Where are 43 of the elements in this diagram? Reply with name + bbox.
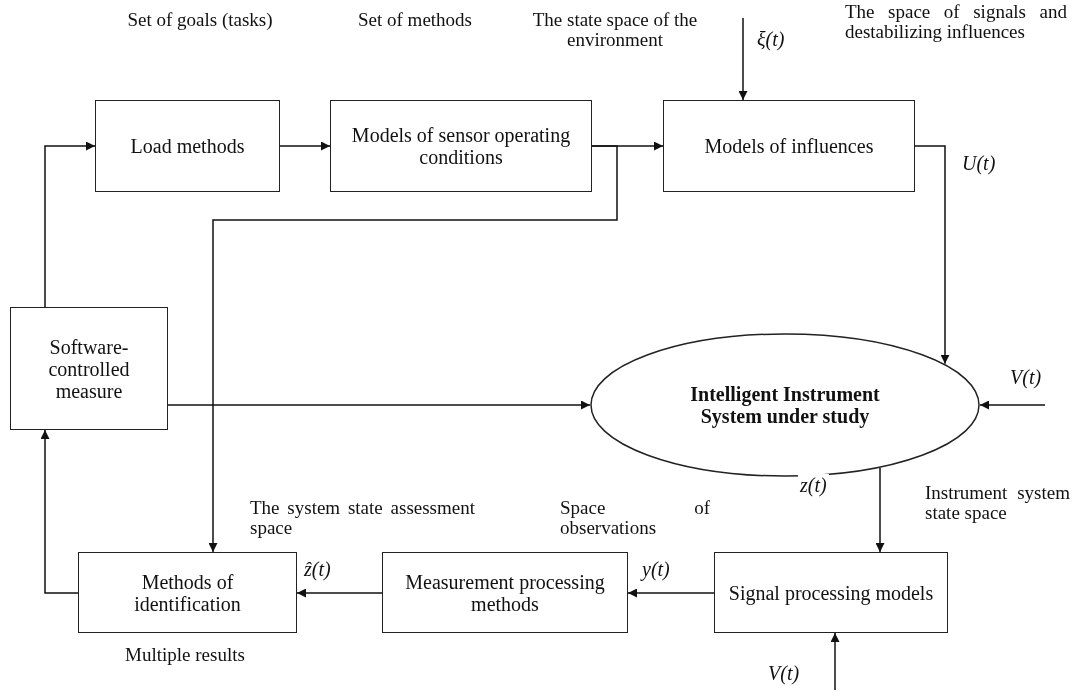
node-label: Models of sensor operating conditions	[350, 124, 572, 168]
node-label: Signal processing models	[728, 581, 934, 604]
edge-label: V(t)	[766, 662, 802, 685]
arrow	[914, 145, 950, 365]
arrow	[875, 467, 885, 553]
annotation-text: Set of methods	[357, 10, 473, 30]
annotation-text: Multiple results	[124, 645, 246, 665]
node-label: Measurement processing methods	[404, 570, 606, 615]
arrow	[208, 145, 618, 553]
edge-label: z(t)	[798, 474, 829, 497]
node-label: Software-controlled measure	[47, 335, 131, 402]
annotation-text: Space of observations	[560, 498, 710, 538]
arrow	[44, 141, 96, 308]
arrow	[627, 588, 715, 598]
ellipse-node	[590, 333, 980, 477]
node-label: Methods of identification	[133, 570, 242, 615]
edge-label: ξ(t)	[755, 28, 787, 51]
process-box	[10, 307, 168, 430]
annotation-text: The space of signals and destabilizing influences	[845, 2, 1067, 42]
process-box	[330, 100, 592, 192]
edge-label: V(t)	[1008, 366, 1044, 389]
arrow	[296, 588, 383, 598]
arrow	[279, 141, 331, 151]
process-box	[663, 100, 915, 192]
annotation-text: Set of goals (tasks)	[126, 10, 274, 30]
arrow	[738, 17, 748, 101]
annotation-text: Instrument system state space	[925, 483, 1070, 523]
arrow	[830, 632, 840, 691]
node-label: Models of influences	[704, 135, 874, 157]
edge-label: U(t)	[960, 152, 998, 175]
node-label: Load methods	[130, 135, 245, 157]
edge-label: ẑ(t)	[302, 558, 333, 581]
arrow	[167, 400, 591, 410]
annotation-text: The system state assessment space	[250, 498, 475, 538]
annotation-text: The state space of the environment	[531, 10, 699, 50]
process-box	[78, 552, 297, 633]
edge-label: y(t)	[640, 558, 672, 581]
process-box	[95, 100, 280, 192]
process-box	[382, 552, 628, 633]
arrow	[979, 400, 1046, 410]
arrow	[40, 429, 79, 594]
process-box	[714, 552, 948, 633]
node-label: Intelligent Instrument System under study	[689, 383, 881, 427]
